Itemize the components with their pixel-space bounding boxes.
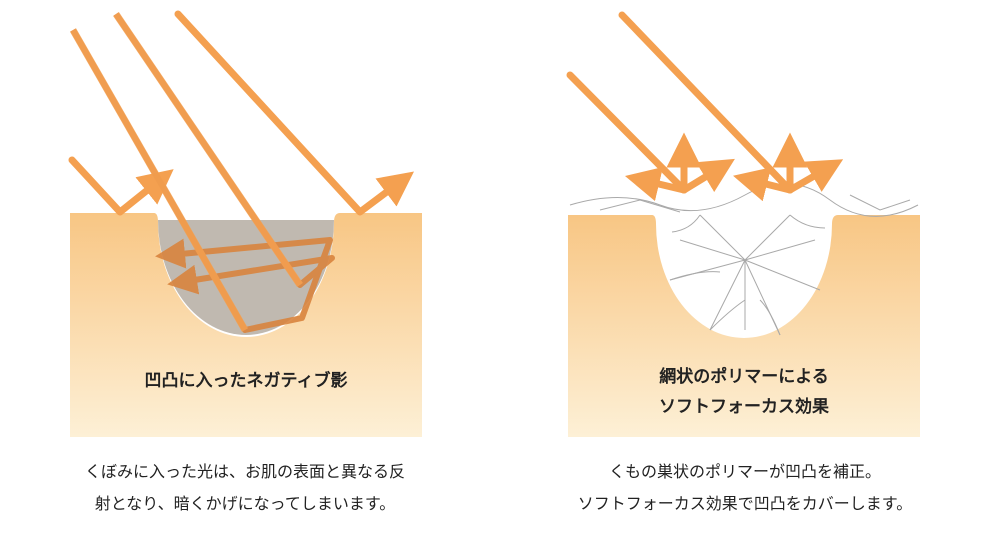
left-incoming-rays bbox=[69, 12, 303, 332]
right-light-rays bbox=[566, 11, 844, 202]
left-caption-line-2: 射となり、暗くかげになってしまいます。 bbox=[94, 494, 396, 513]
left-caption-line-1: くぼみに入った光は、お肌の表面と異なる反 bbox=[84, 462, 405, 481]
right-caption: くもの巣状のポリマーが凹凸を補正。 ソフトフォーカス効果で凹凸をカバーします。 bbox=[510, 456, 980, 520]
right-caption-line-1: くもの巣状のポリマーが凹凸を補正。 bbox=[608, 462, 881, 481]
right-label-line-1: 網状のポリマーによる bbox=[659, 367, 829, 387]
right-caption-line-2: ソフトフォーカス効果で凹凸をカバーします。 bbox=[577, 494, 913, 513]
right-panel-label: 網状のポリマーによる ソフトフォーカス効果 bbox=[568, 362, 920, 422]
left-caption: くぼみに入った光は、お肌の表面と異なる反 射となり、暗くかげになってしまいます。 bbox=[20, 456, 470, 520]
left-panel-label: 凹凸に入ったネガティブ影 bbox=[144, 371, 348, 391]
left-light-rays bbox=[68, 10, 414, 216]
right-label-line-2: ソフトフォーカス効果 bbox=[659, 397, 829, 417]
right-skin-block bbox=[568, 215, 920, 437]
